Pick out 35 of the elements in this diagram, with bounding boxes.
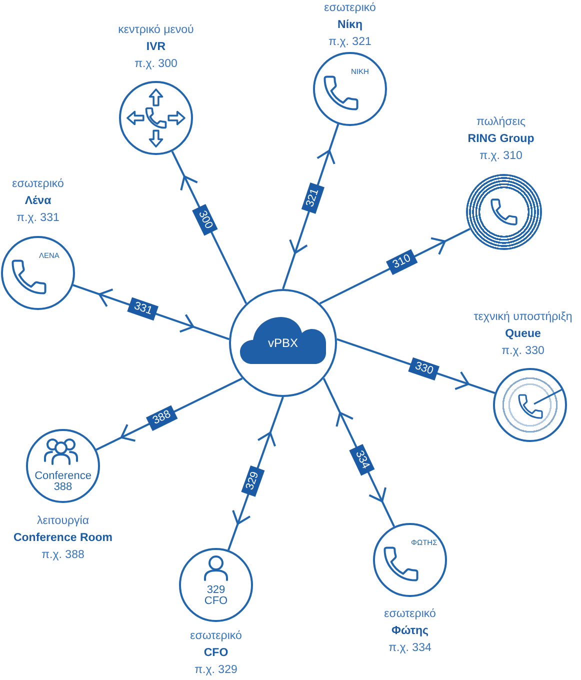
name-text: IVR: [146, 40, 166, 55]
extension-text: π.χ. 329: [194, 663, 238, 678]
edge-label: 329: [241, 465, 265, 498]
caption-text: εσωτερικό: [12, 177, 64, 192]
extension-text: π.χ. 331: [16, 211, 60, 226]
edge-label: 331: [127, 298, 160, 322]
caption-text: κεντρικό μενού: [118, 23, 194, 38]
extension-text: π.χ. 334: [388, 641, 432, 656]
name-text: Conference Room: [13, 531, 113, 546]
edge-label: 310: [386, 249, 418, 276]
edge-label: 388: [146, 404, 178, 431]
edge-label: 300: [192, 204, 218, 236]
caption-text: εσωτερικό: [384, 607, 436, 622]
edge-label: 321: [302, 182, 325, 214]
extension-text: π.χ. 300: [134, 57, 178, 72]
extension-text: π.χ. 310: [480, 149, 522, 164]
name-text: Φώτης: [392, 624, 428, 639]
caption-text: τεχνική υποστήριξη: [474, 310, 572, 325]
caption-text: πωλήσεις: [476, 115, 526, 130]
caption-text: λειτουργία: [37, 514, 89, 529]
node-label: 329 CFO: [204, 585, 228, 607]
node-label: vPBX: [268, 336, 298, 350]
extension-text: π.χ. 388: [42, 548, 84, 563]
edge-label: 330: [408, 357, 440, 381]
name-text: RING Group: [468, 132, 534, 147]
caption-text: εσωτερικό: [190, 629, 242, 644]
edge-label: 334: [350, 444, 376, 476]
caption-text: εσωτερικό: [324, 1, 376, 16]
name-text: Νίκη: [338, 18, 362, 33]
name-text: Λένα: [24, 194, 52, 209]
node-label: Conference 388: [34, 471, 92, 492]
extension-text: π.χ. 321: [328, 35, 372, 50]
name-text: CFO: [204, 646, 228, 661]
name-text: Queue: [505, 327, 541, 342]
extension-text: π.χ. 330: [502, 344, 544, 359]
